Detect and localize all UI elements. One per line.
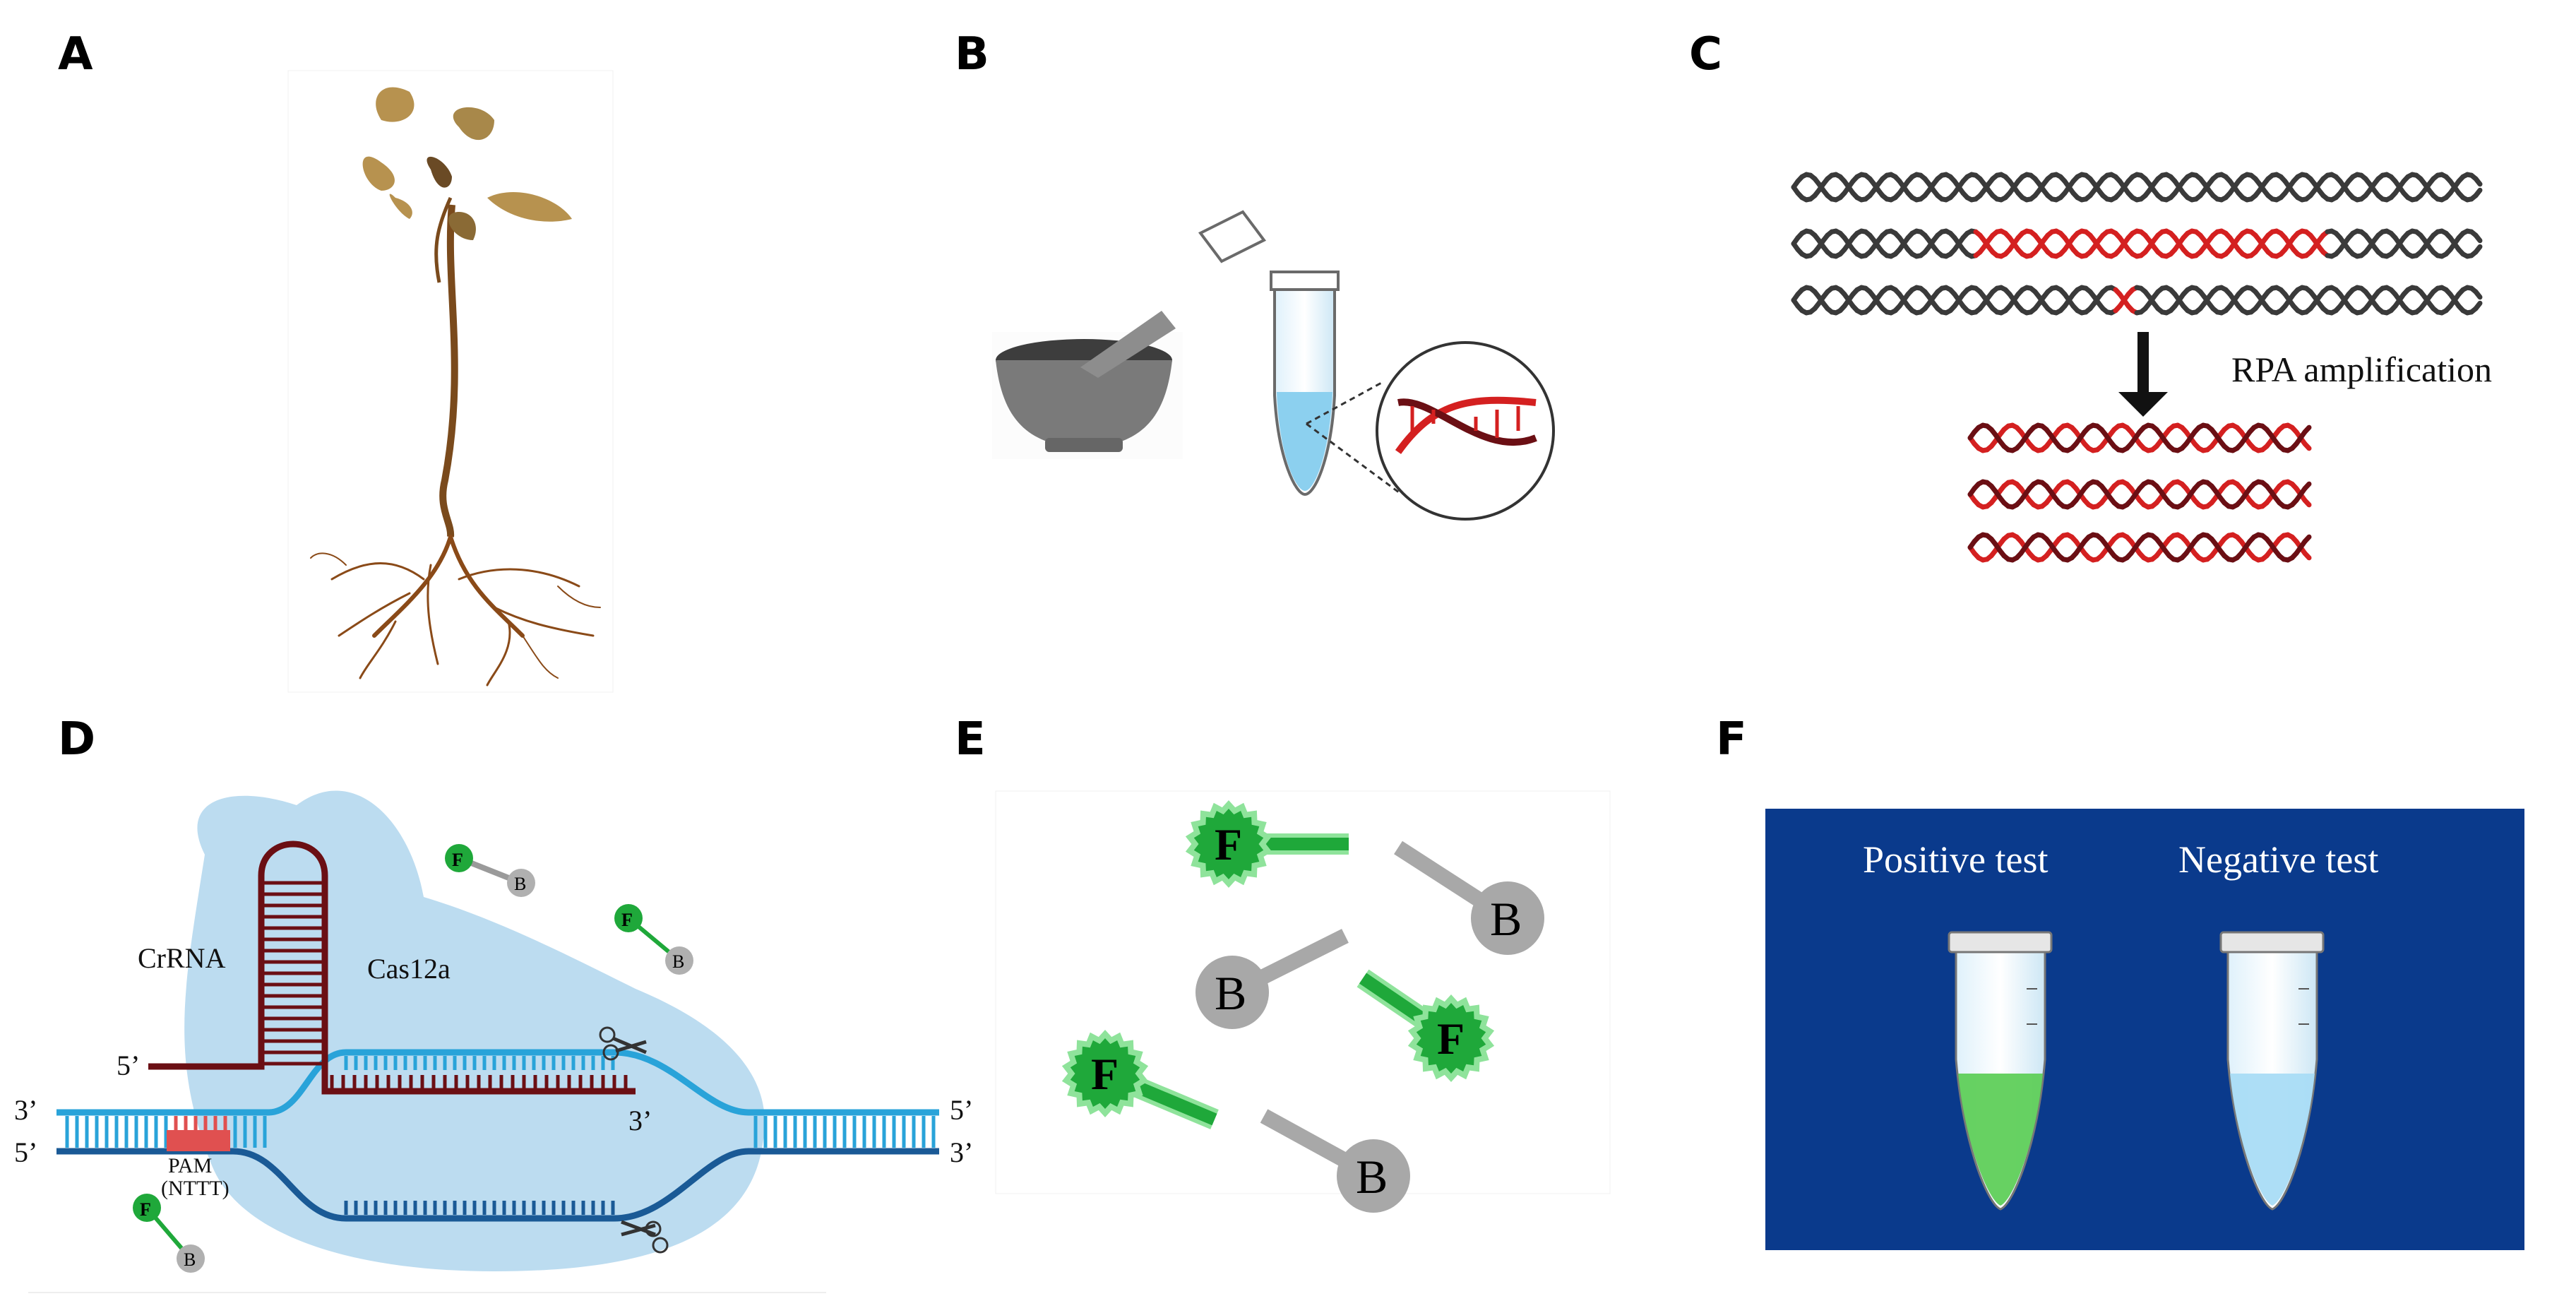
positive-tube xyxy=(1948,931,2053,1211)
strand-5prime-left-label: 5’ xyxy=(14,1136,37,1168)
fluor-label: F xyxy=(1215,819,1242,869)
amplicon-helix-row-3 xyxy=(1967,532,2312,563)
panel-letter-b: B xyxy=(955,28,989,81)
cleaved-fluorophore: F xyxy=(1185,800,1349,888)
target-dna-duplex xyxy=(56,1049,939,1222)
strand-5prime-right-label: 5’ xyxy=(950,1094,973,1126)
crrna-label: CrRNA xyxy=(138,942,226,974)
cas12a-complex xyxy=(184,790,765,1271)
crrna-3prime-label: 3’ xyxy=(628,1105,652,1136)
mortar-pestle xyxy=(992,311,1183,459)
cleaved-fluorophore: F xyxy=(1356,969,1495,1082)
strand-3prime-right-label: 3’ xyxy=(950,1136,973,1168)
pam-label: PAM xyxy=(168,1154,212,1177)
strand-3prime-left-label: 3’ xyxy=(14,1094,37,1126)
reporter-probe-d2: F B xyxy=(614,904,693,975)
dna-helix-row-2 xyxy=(1791,228,2483,259)
fluor-label: F xyxy=(140,1199,151,1220)
panel-f-background xyxy=(1765,809,2524,1250)
panel-letter-e: E xyxy=(955,713,986,766)
scissors-icon xyxy=(599,1026,647,1061)
crrna-hairpin xyxy=(148,840,636,1095)
quencher-label: B xyxy=(184,1249,196,1270)
dna-strands-input xyxy=(1791,172,2483,563)
panel-letter-a: A xyxy=(58,28,93,81)
fluor-label: F xyxy=(621,910,633,930)
panel-letter-c: C xyxy=(1689,28,1722,81)
cleaved-fluorophore: F xyxy=(1061,1030,1219,1129)
pam-sequence-label: (NTTT) xyxy=(161,1177,229,1200)
dna-helix-row-1 xyxy=(1791,172,2483,203)
plant-illustration xyxy=(287,70,614,693)
fluor-label: F xyxy=(1437,1014,1465,1064)
cleaved-quencher: B xyxy=(1394,840,1544,955)
panel-letter-d: D xyxy=(58,713,96,766)
dna-helix-row-3 xyxy=(1791,285,2483,316)
amplicon-helix-row-1 xyxy=(1967,422,2312,453)
fluor-label: F xyxy=(452,850,463,870)
panel-letter-f: F xyxy=(1716,713,1747,766)
quencher-label: B xyxy=(672,951,684,972)
cas12a-label: Cas12a xyxy=(367,953,451,985)
negative-tube xyxy=(2219,931,2325,1211)
quencher-label: B xyxy=(1215,966,1246,1020)
reporter-probe-d3: F B xyxy=(133,1194,205,1273)
microtube-sample xyxy=(1198,210,1555,521)
quencher-label: B xyxy=(1356,1150,1388,1204)
positive-test-label: Positive test xyxy=(1863,838,2049,881)
negative-test-label: Negative test xyxy=(2178,838,2378,881)
cleaved-quencher: B xyxy=(1260,1109,1410,1213)
rpa-arrow xyxy=(2118,332,2168,417)
scissors-icon xyxy=(621,1220,669,1254)
amplicon-helix-row-2 xyxy=(1967,479,2312,510)
crrna-5prime-label: 5’ xyxy=(117,1050,140,1081)
rpa-amplification-label: RPA amplification xyxy=(2231,350,2492,389)
reporter-probe-d1: F B xyxy=(445,844,535,897)
quencher-label: B xyxy=(1490,892,1522,946)
fluor-label: F xyxy=(1091,1049,1119,1099)
quencher-label: B xyxy=(514,874,526,894)
cleaved-quencher: B xyxy=(1195,929,1349,1029)
